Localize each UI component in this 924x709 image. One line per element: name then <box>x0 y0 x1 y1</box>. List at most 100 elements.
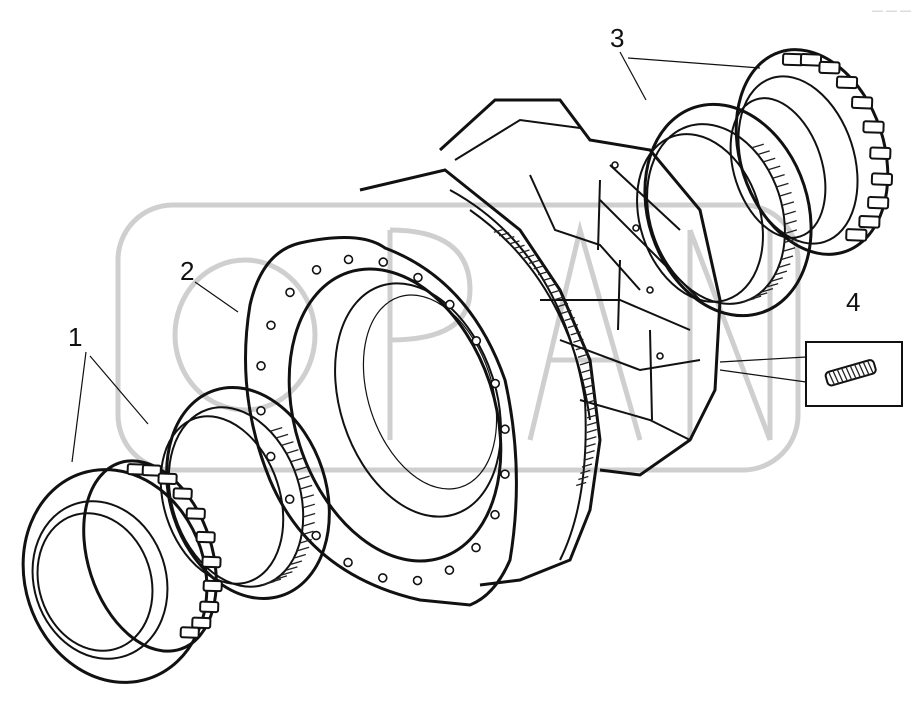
roller <box>195 530 216 544</box>
thread-line <box>858 362 866 377</box>
flange-bolt-hole <box>413 272 423 283</box>
roller <box>867 195 890 210</box>
shading-line <box>290 457 303 463</box>
callout-1: 1 <box>68 322 82 352</box>
flange-bolt-hole <box>284 494 295 504</box>
thread-line <box>862 361 870 376</box>
flange-bolt-hole <box>500 469 510 479</box>
shading-line <box>751 143 764 149</box>
shading-line <box>537 270 549 276</box>
shading-line <box>765 282 779 288</box>
shading-line <box>301 530 314 536</box>
roller <box>799 53 823 67</box>
flange-bolt-hole <box>378 257 389 267</box>
shading-line <box>772 173 785 179</box>
flange-bolt-hole <box>343 254 354 265</box>
thread-line <box>845 366 853 381</box>
flange-bolt-hole <box>490 378 501 389</box>
shading-line <box>577 353 589 358</box>
shading-line <box>564 316 575 322</box>
flange-bolt-hole <box>256 405 266 416</box>
roller <box>157 472 178 485</box>
shading-line <box>302 512 316 518</box>
shading-line <box>542 276 553 282</box>
flange-bolt-hole <box>445 299 455 310</box>
shading-line <box>285 566 298 572</box>
shading-line <box>580 469 591 474</box>
roller <box>141 464 162 477</box>
shading-line <box>570 331 581 336</box>
shading-line <box>302 521 315 527</box>
shading-line <box>550 289 561 294</box>
shading-line <box>760 288 774 293</box>
shading-line <box>269 427 283 432</box>
shading-line <box>585 391 596 396</box>
shading-line <box>584 450 595 455</box>
flange-bolt-hole <box>471 336 482 346</box>
shading-line <box>763 157 776 163</box>
shading-line <box>299 484 313 490</box>
shading-line <box>770 277 784 282</box>
shading-line <box>293 553 306 559</box>
shading-line <box>781 201 795 207</box>
shading-line <box>776 182 789 188</box>
shading-line <box>583 456 594 462</box>
roller <box>185 507 206 520</box>
flange-bolt-hole <box>490 509 500 520</box>
shading-line <box>561 309 572 315</box>
shading-line <box>586 436 597 441</box>
roller <box>172 487 193 500</box>
shading-line <box>581 368 592 374</box>
corner-mark: — — — <box>872 5 911 17</box>
shading-line <box>585 443 596 448</box>
shading-line <box>578 475 589 481</box>
shading-line <box>498 232 510 237</box>
flange-bolt-hole <box>311 265 322 275</box>
roller <box>870 172 894 186</box>
shading-line <box>509 240 520 245</box>
roller <box>862 120 885 134</box>
shading-line <box>280 571 293 577</box>
roller <box>858 215 881 229</box>
roller <box>201 555 222 569</box>
shading-line <box>742 297 755 303</box>
roller <box>850 95 874 110</box>
shading-line <box>301 494 315 500</box>
shading-line <box>275 433 289 439</box>
callout-4: 4 <box>846 287 860 317</box>
shading-line <box>784 238 797 244</box>
shading-line <box>528 259 540 264</box>
shading-line <box>262 580 275 586</box>
flange-bolt-hole <box>311 530 321 541</box>
thread-line <box>832 370 840 384</box>
leader-lines <box>71 51 807 463</box>
flange-bolt-hole <box>471 542 481 553</box>
flange-bolt-hole <box>256 361 266 371</box>
callout-2: 2 <box>180 256 194 286</box>
roller <box>202 579 223 593</box>
roller <box>199 600 220 614</box>
flange-bolt-hole <box>412 575 423 586</box>
part-3-right-bearing <box>636 48 894 318</box>
shading-line <box>581 463 593 468</box>
flange-bolt-hole <box>444 565 455 575</box>
wheel-hub-housing <box>244 98 722 607</box>
callout-3: 3 <box>610 23 624 53</box>
shading-line <box>784 229 798 235</box>
right-bearing-cup <box>636 102 813 318</box>
shading-line <box>286 449 299 454</box>
roller <box>818 60 841 75</box>
flange-bolt-hole <box>377 573 388 583</box>
shading-line <box>586 399 597 404</box>
shading-line <box>586 414 598 419</box>
shading-line <box>299 538 312 544</box>
shading-line <box>554 296 565 301</box>
shading-line <box>557 302 569 308</box>
shading-line <box>567 323 579 329</box>
shading-line <box>302 503 316 509</box>
right-bearing-cone <box>729 48 894 256</box>
flange-bolt-hole <box>266 320 276 331</box>
shading-line <box>575 346 586 351</box>
stud-bolt <box>824 359 877 387</box>
shading-line <box>296 546 310 552</box>
